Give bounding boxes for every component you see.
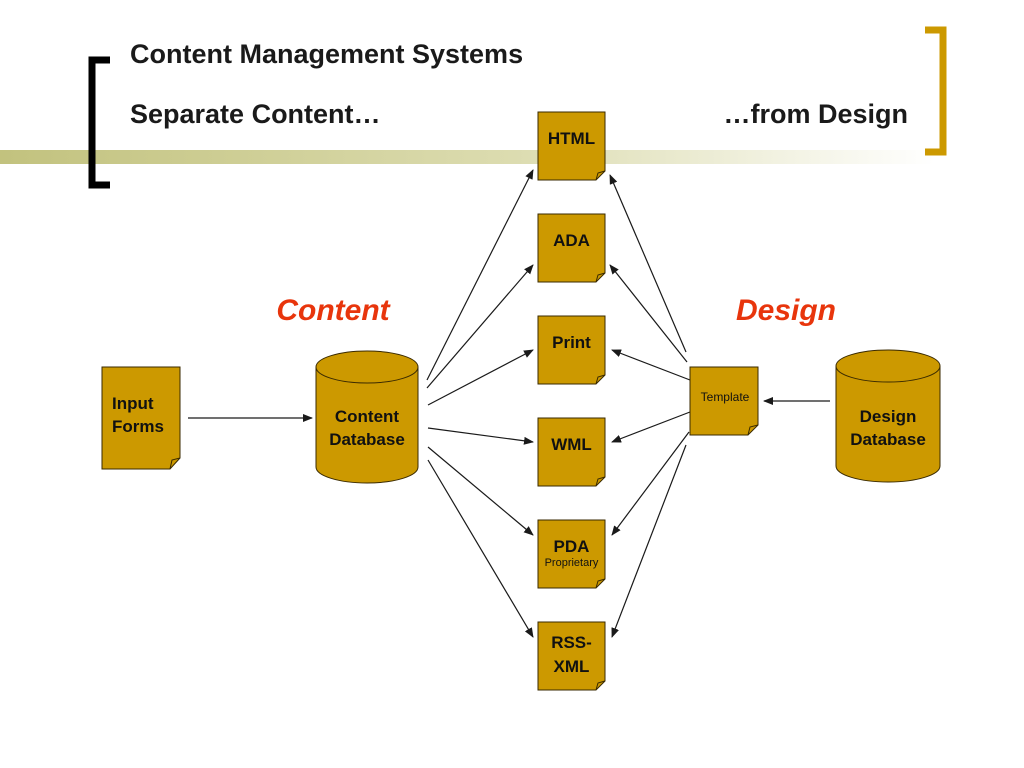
output-sublabel-6: XML	[554, 657, 590, 676]
design-label: Design	[736, 294, 836, 327]
subtitle-right: …from Design	[723, 99, 908, 129]
output-box-4: WML	[537, 417, 606, 487]
arrow-content-to-output-5	[427, 446, 534, 536]
arrow-content-to-output-6	[427, 459, 534, 638]
slide-title: Content Management Systems	[130, 39, 523, 69]
arrow-template-to-output-4	[611, 411, 691, 443]
output-box-2: ADA	[537, 213, 606, 283]
input-forms-line1: Input	[112, 394, 154, 413]
output-label-1: HTML	[548, 129, 595, 148]
arrows	[188, 169, 830, 638]
arrow-template-to-output-5	[611, 431, 690, 536]
subtitle-left: Separate Content…	[130, 99, 381, 129]
output-label-3: Print	[552, 333, 591, 352]
output-box-6: RSS- XML	[537, 621, 606, 691]
arrow-template-to-output-1	[609, 174, 687, 353]
arrow-template-to-output-3	[611, 349, 691, 381]
output-sublabel-5: Proprietary	[545, 557, 599, 569]
output-label-5: PDA	[554, 537, 590, 556]
arrow-template-to-output-2	[609, 264, 688, 363]
design-db-line2: Database	[850, 430, 926, 449]
input-forms-box: Input Forms	[101, 366, 181, 470]
arrow-content-to-output-3	[427, 349, 534, 406]
arrow-content-to-output-4	[427, 427, 534, 445]
template-box: Template	[689, 366, 759, 436]
design-db-line1: Design	[860, 407, 917, 426]
arrow-content-to-output-2	[426, 264, 534, 389]
output-label-4: WML	[551, 435, 592, 454]
output-box-3: Print	[537, 315, 606, 385]
arrow-template-to-output-6	[611, 444, 687, 638]
content-db-line1: Content	[335, 407, 400, 426]
design-database: Design Database	[835, 349, 941, 483]
output-box-1: HTML	[537, 111, 606, 181]
output-label-2: ADA	[553, 231, 590, 250]
arrow-content-to-output-1	[426, 169, 534, 381]
left-bracket	[88, 56, 110, 189]
content-db-line2: Database	[329, 430, 405, 449]
right-bracket	[925, 26, 947, 156]
content-label: Content	[276, 294, 391, 327]
template-label: Template	[701, 390, 750, 404]
input-forms-line2: Forms	[112, 417, 164, 436]
header-rule	[0, 150, 935, 164]
output-label-6: RSS-	[551, 633, 592, 652]
content-database: Content Database	[315, 350, 419, 484]
